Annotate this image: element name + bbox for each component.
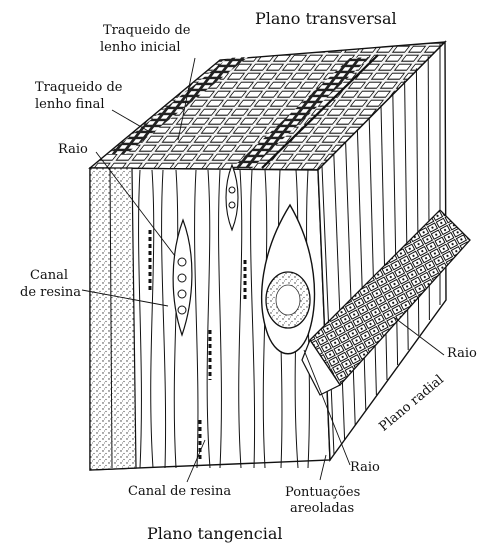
label-plano-tangencial: Plano tangencial bbox=[147, 525, 282, 543]
label-raio-bottom: Raio bbox=[350, 460, 380, 475]
label-canal-resina-bottom: Canal de resina bbox=[128, 484, 231, 499]
label-traqueido-lenho-final-1: Traqueido de bbox=[35, 80, 122, 95]
label-traqueido-lenho-inicial-2: lenho inicial bbox=[100, 40, 181, 55]
label-raio-right: Raio bbox=[447, 346, 477, 361]
label-traqueido-lenho-inicial-1: Traqueido de bbox=[103, 23, 190, 38]
label-canal-resina-left-2: de resina bbox=[20, 285, 81, 300]
label-raio-left: Raio bbox=[58, 142, 88, 157]
label-traqueido-lenho-final-2: lenho final bbox=[35, 97, 105, 112]
label-pontuacoes-1: Pontuações bbox=[285, 485, 360, 500]
label-canal-resina-left-1: Canal bbox=[30, 268, 68, 283]
label-plano-transversal: Plano transversal bbox=[255, 10, 397, 28]
label-pontuacoes-2: areoladas bbox=[290, 501, 354, 516]
